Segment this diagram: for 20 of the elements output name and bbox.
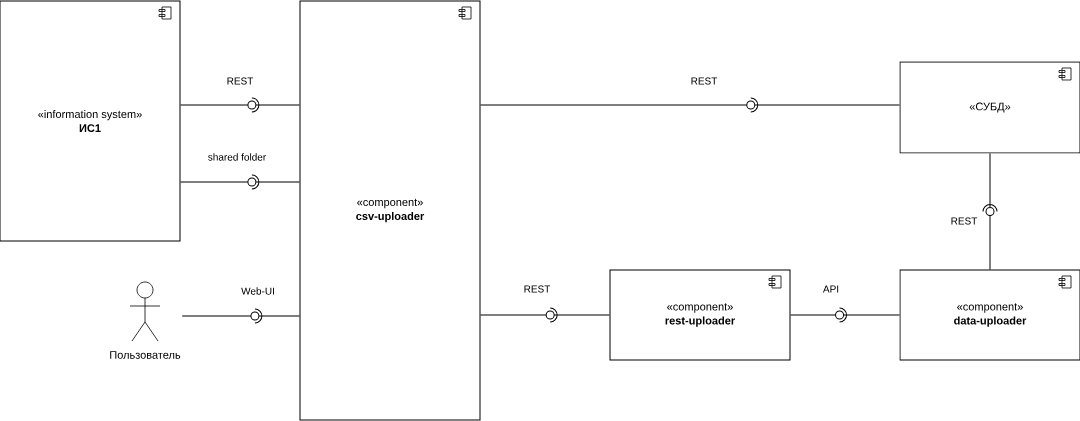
edge-label: REST	[522, 284, 552, 294]
edge-label: REST	[689, 76, 719, 86]
interface-connector	[181, 308, 300, 324]
actor-label: Пользователь	[110, 351, 181, 359]
edge-label: Web-UI	[240, 286, 276, 296]
edge-label: REST	[225, 76, 255, 86]
interface-connector	[180, 97, 300, 113]
interface-connector	[790, 307, 900, 323]
interface-connector	[480, 307, 610, 323]
component-box: «СУБД»	[899, 61, 1080, 154]
component-box: «component» data-uploader	[899, 269, 1080, 361]
interface-connector	[180, 174, 300, 190]
interface-connector	[982, 153, 998, 270]
edge-label: API	[821, 284, 841, 294]
edge-label: REST	[949, 216, 979, 226]
component-box: «information system» ИС1	[0, 0, 181, 242]
interface-connector	[480, 97, 900, 113]
component-box: «component» csv-uploader	[299, 0, 481, 421]
component-box: «component» rest-uploader	[609, 269, 791, 361]
edge-label: shared folder	[206, 152, 268, 162]
